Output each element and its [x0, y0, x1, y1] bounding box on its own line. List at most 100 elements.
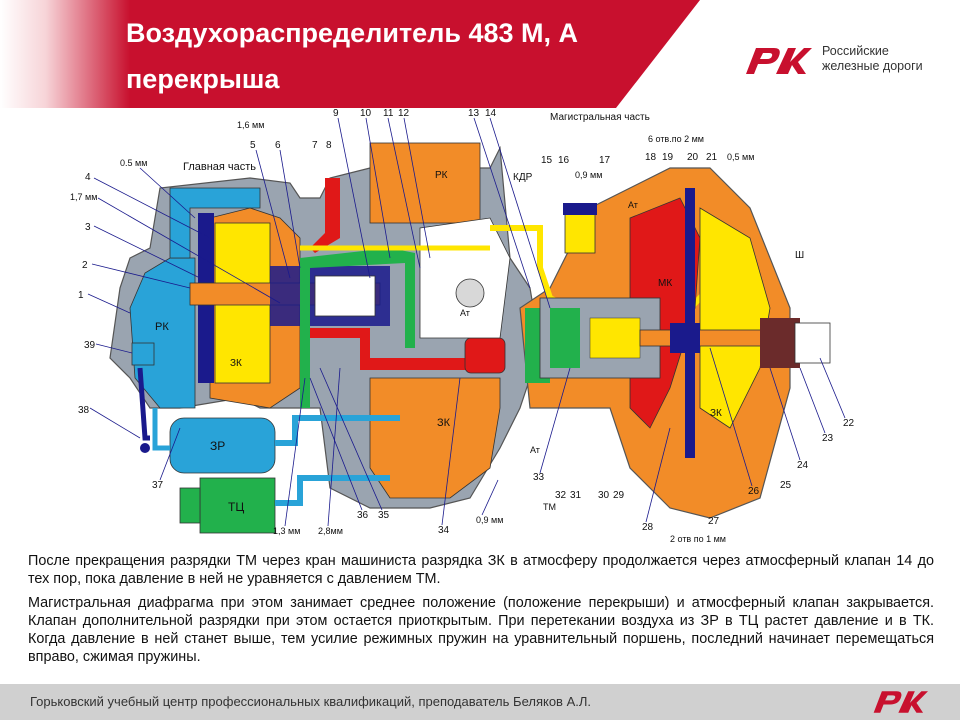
label-31: 31	[570, 490, 582, 501]
label-d05-right: 0,5 мм	[727, 152, 754, 162]
label-27: 27	[708, 516, 720, 527]
leader-22	[819, 357, 846, 419]
leader-33	[539, 367, 571, 474]
leader-5	[255, 149, 291, 279]
label-34: 34	[438, 525, 450, 536]
leader-35	[319, 367, 383, 511]
dimension-labels: 0.5 мм 1,7 мм 1,6 мм 0,9 мм 6 отв.по 2 м…	[70, 120, 754, 544]
label-35: 35	[378, 510, 390, 521]
label-4: 4	[85, 172, 91, 183]
right-valve	[760, 318, 800, 368]
header: Воздухораспределитель 483 М, А перекрыша…	[0, 0, 960, 108]
label-d17: 1,7 мм	[70, 192, 97, 202]
leader-05mm	[139, 167, 196, 219]
rk-top-chamber	[369, 142, 481, 224]
handle-38-knob	[140, 443, 150, 453]
label-25: 25	[780, 480, 792, 491]
right-end-cap	[794, 322, 831, 364]
label-at-3: Ат	[530, 445, 540, 455]
yellow-insert	[589, 317, 641, 359]
logo-text-line-2: железные дороги	[822, 59, 923, 73]
white-core-circle	[455, 278, 485, 308]
label-14: 14	[485, 108, 497, 119]
logo-text-line-1: Российские	[822, 44, 889, 58]
label-32: 32	[555, 490, 567, 501]
valve-insert	[314, 275, 376, 317]
label-17: 17	[599, 155, 611, 166]
red-cylinder	[464, 337, 506, 374]
footer-text: Горьковский учебный центр профессиональн…	[30, 694, 591, 709]
label-main-section: Главная часть	[183, 161, 256, 173]
pipe-blue-left	[152, 408, 170, 451]
label-d2holes: 2 отв по 1 мм	[670, 534, 726, 544]
handle-38	[137, 367, 150, 441]
kdr-valve	[564, 207, 596, 254]
label-at-1: Ат	[628, 200, 638, 210]
label-9: 9	[333, 108, 339, 119]
leader-39	[95, 343, 133, 354]
label-28: 28	[642, 522, 654, 533]
kdr-cap	[563, 203, 597, 215]
pipe-zr	[275, 415, 400, 446]
footer: Горьковский учебный центр профессиональн…	[0, 684, 960, 720]
leader-2	[91, 263, 191, 289]
label-3: 3	[85, 222, 91, 233]
tc-cylinder-cap	[179, 487, 201, 524]
leader-37	[159, 427, 181, 481]
leader-17mm	[97, 197, 281, 304]
leader-13	[473, 117, 531, 289]
red-duct-top	[310, 178, 340, 253]
leader-6	[279, 149, 301, 269]
label-11: 11	[383, 108, 394, 119]
leader-14	[489, 117, 551, 309]
label-zr: ЗР	[210, 439, 225, 453]
description-paragraph-1: После прекращения разрядки ТМ через кран…	[28, 553, 934, 587]
red-duct-bottom	[310, 328, 500, 370]
title-line-1: Воздухораспределитель 483 М, А	[126, 18, 578, 48]
label-38: 38	[78, 405, 90, 416]
label-29: 29	[613, 490, 625, 501]
label-1: 1	[78, 290, 84, 301]
label-6: 6	[275, 140, 281, 151]
label-at-2: Ат	[460, 308, 470, 318]
label-7: 7	[312, 140, 318, 151]
green-duct	[300, 248, 415, 408]
part-number-labels: 1 2 3 4 5 6 7 8 9 10 11 12 13 14 15 16 1…	[78, 108, 855, 536]
label-15: 15	[541, 155, 553, 166]
label-kdr: КДР	[513, 172, 533, 183]
label-rk-top: РК	[435, 170, 448, 181]
label-tm: ТМ	[543, 502, 556, 512]
navy-rod-right	[670, 323, 700, 353]
leader-34	[441, 377, 461, 526]
leader-11	[387, 117, 421, 269]
label-sh: Ш	[795, 250, 804, 261]
title-line-2: перекрыша	[126, 64, 280, 94]
label-21: 21	[706, 152, 718, 163]
rzd-footer-logo-icon	[873, 691, 928, 713]
page-title: Воздухораспределитель 483 М, А перекрыша	[126, 10, 686, 102]
leader-lines	[87, 117, 846, 527]
green-insert	[550, 308, 580, 368]
leader-38	[89, 407, 141, 439]
leader-23	[799, 367, 826, 434]
description-paragraph-2: Магистральная диафрагма при этом занимае…	[28, 595, 934, 665]
label-zk-left: ЗК	[230, 358, 242, 369]
leader-28	[645, 427, 671, 523]
leader-28mm	[327, 367, 341, 527]
label-16: 16	[558, 155, 570, 166]
label-d09-top: 0,9 мм	[575, 170, 602, 180]
label-d16: 1,6 мм	[237, 120, 264, 130]
air-distributor-diagram: РК ЗК РК ЗК МК ЗК ЗР ТЦ КДР Ат Ат Ат ТМ …	[70, 108, 855, 544]
leader-26	[709, 347, 753, 487]
label-13: 13	[468, 108, 480, 119]
label-19: 19	[662, 152, 674, 163]
magistral-rod	[639, 329, 781, 347]
rzd-logo-icon	[746, 48, 812, 74]
label-tc: ТЦ	[228, 500, 244, 514]
label-2: 2	[82, 260, 88, 271]
label-8: 8	[326, 140, 332, 151]
label-d13: 1,3 мм	[273, 526, 300, 536]
leader-12	[403, 117, 431, 259]
label-10: 10	[360, 108, 372, 119]
label-d28: 2,8мм	[318, 526, 343, 536]
